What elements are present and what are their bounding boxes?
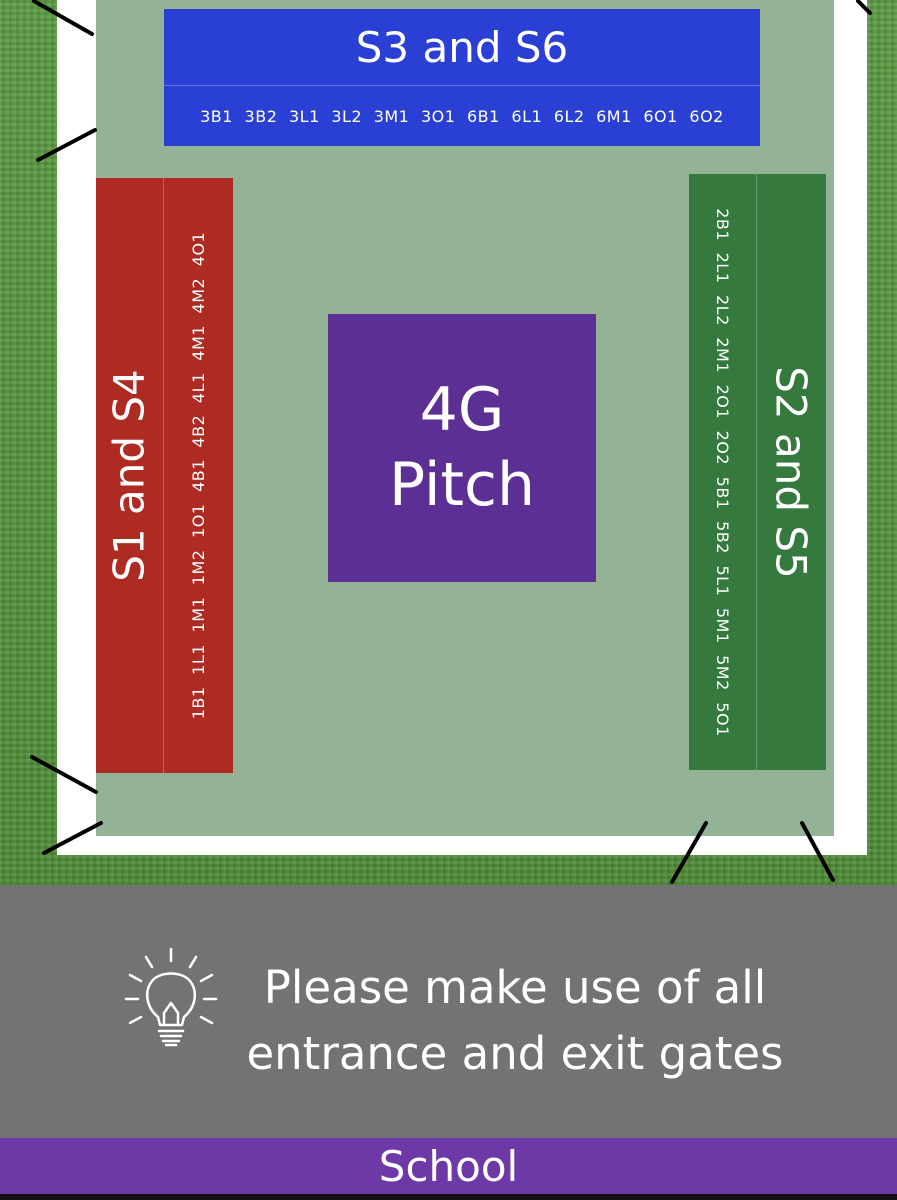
zone-s1-s4-title-column: S1 and S4 bbox=[96, 178, 164, 773]
school-label-bar[interactable]: School bbox=[0, 1138, 897, 1194]
pitch-4g[interactable]: 4G Pitch bbox=[328, 314, 596, 582]
zone-s2-s5-title: S2 and S5 bbox=[767, 365, 817, 579]
zone-s3-s6[interactable]: S3 and S6 3B1 3B2 3L1 3L2 3M1 3O1 6B1 6L… bbox=[164, 9, 760, 146]
zone-s3-s6-classes: 3B1 3B2 3L1 3L2 3M1 3O1 6B1 6L1 6L2 6M1 … bbox=[200, 106, 724, 126]
gates-message-line1: Please make use of all bbox=[263, 961, 767, 1014]
pitch-label-line1: 4G bbox=[419, 375, 505, 445]
pitch-label-line2: Pitch bbox=[388, 450, 536, 520]
lightbulb-icon bbox=[124, 947, 218, 1047]
gates-message-line2: entrance and exit gates bbox=[246, 1027, 784, 1080]
zone-s3-s6-title: S3 and S6 bbox=[164, 9, 760, 86]
info-banner: Please make use of all entrance and exit… bbox=[0, 885, 897, 1138]
zone-s1-s4-classes-column: 1B1 1L1 1M1 1M2 1O1 4B1 4B2 4L1 4M1 4M2 … bbox=[164, 178, 233, 773]
zone-s1-s4-title: S1 and S4 bbox=[105, 369, 155, 582]
zone-s2-s5-classes: 2B1 2L1 2L2 2M1 2O1 2O2 5B1 5B2 5L1 5M1 … bbox=[713, 207, 732, 737]
zone-s1-s4-classes: 1B1 1L1 1M1 1M2 1O1 4B1 4B2 4L1 4M1 4M2 … bbox=[189, 231, 209, 720]
zone-s1-s4[interactable]: S1 and S4 1B1 1L1 1M1 1M2 1O1 4B1 4B2 4L… bbox=[96, 178, 233, 773]
zone-s2-s5[interactable]: 2B1 2L1 2L2 2M1 2O1 2O2 5B1 5B2 5L1 5M1 … bbox=[689, 174, 826, 770]
zone-s2-s5-classes-column: 2B1 2L1 2L2 2M1 2O1 2O2 5B1 5B2 5L1 5M1 … bbox=[689, 174, 757, 770]
school-label: School bbox=[378, 1141, 519, 1191]
zone-s2-s5-title-column: S2 and S5 bbox=[757, 174, 826, 770]
gates-message: Please make use of all entrance and exit… bbox=[230, 955, 800, 1087]
bottom-edge bbox=[0, 1194, 897, 1200]
